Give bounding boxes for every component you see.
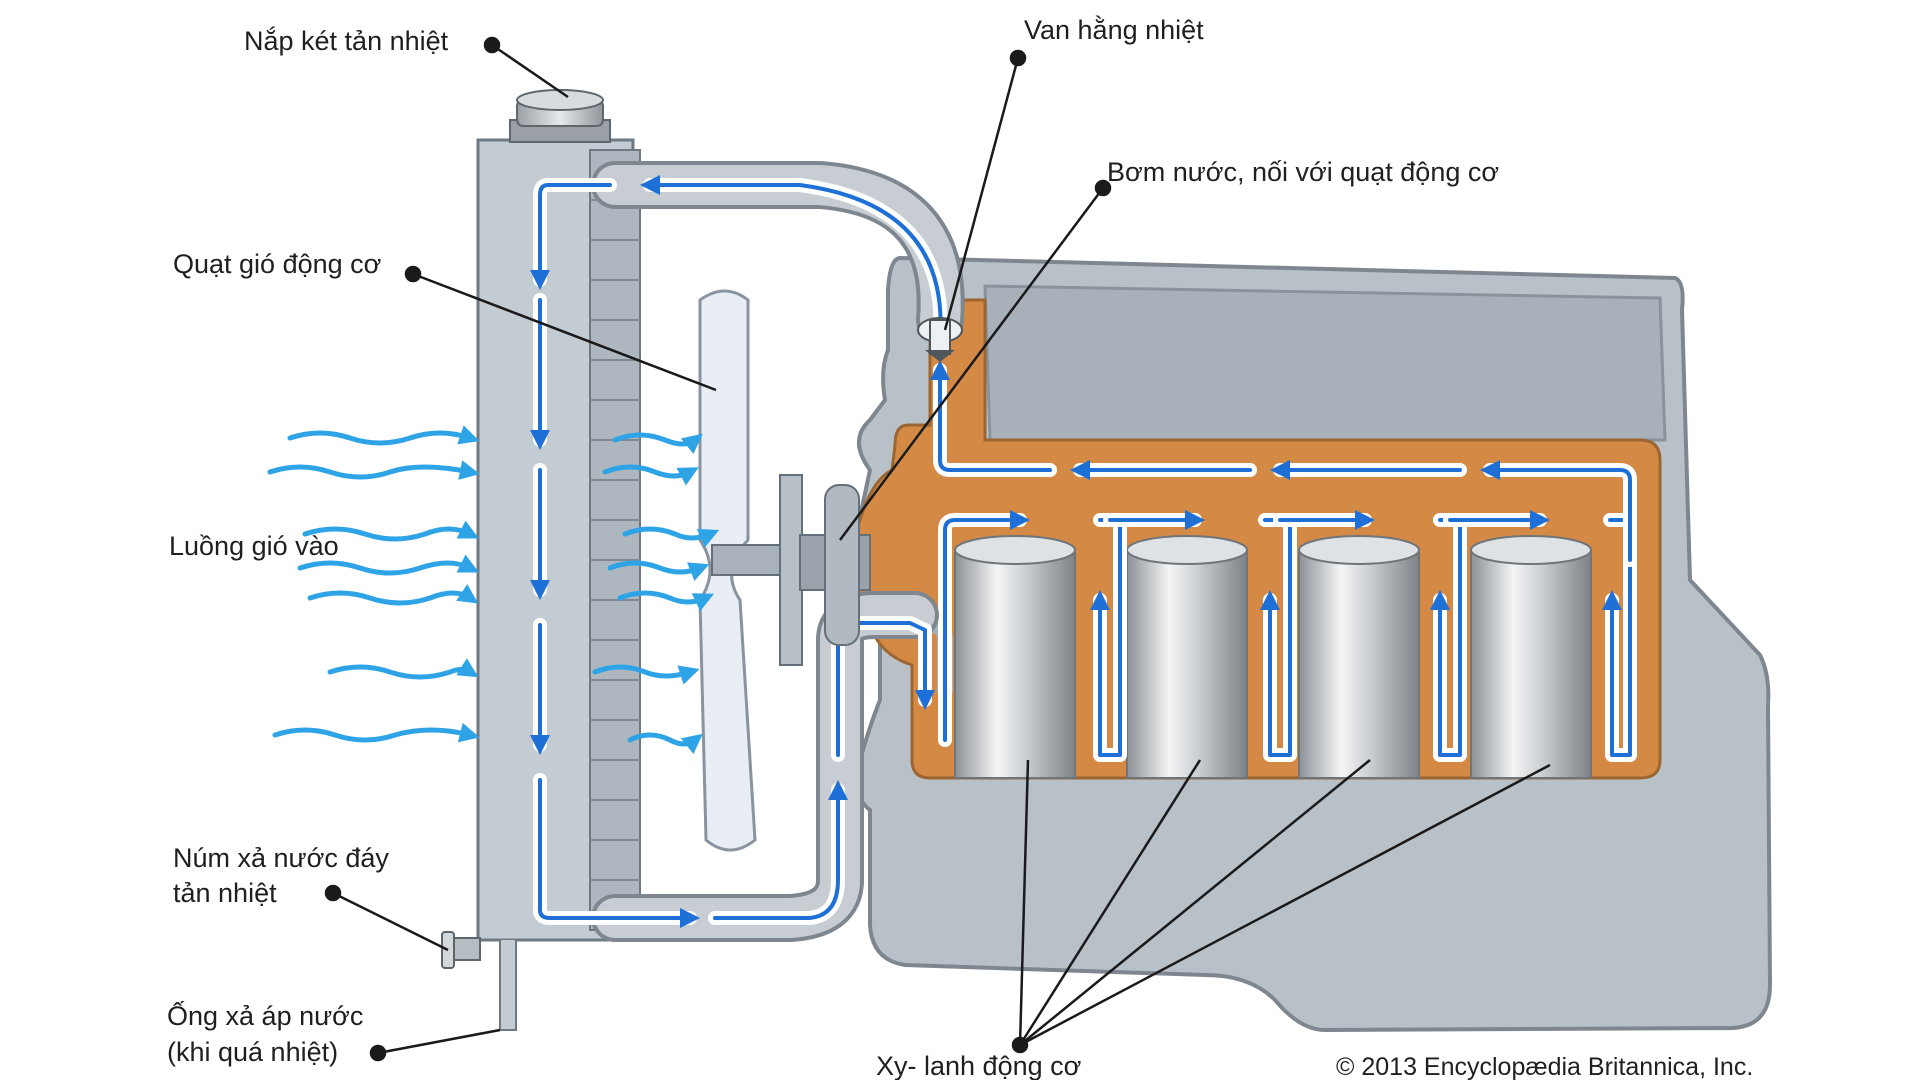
cylinder-4 <box>1470 535 1592 779</box>
air-inflow-arrows <box>267 425 720 755</box>
label-drain-plug-line2: tản nhiệt <box>173 878 277 908</box>
label-cylinders: Xy- lanh động cơ <box>876 1051 1081 1080</box>
copyright-notice: © 2013 Encyclopædia Britannica, Inc. <box>1336 1053 1753 1080</box>
label-overflow-line2: (khi quá nhiệt) <box>167 1037 338 1067</box>
label-air-inflow: Luồng gió vào <box>169 531 339 561</box>
leader-lines <box>324 36 1551 1062</box>
labels: Nắp két tản nhiệt Van hằng nhiệt Bơm nướ… <box>167 14 1753 1080</box>
label-thermostat: Van hằng nhiệt <box>1024 14 1204 45</box>
cylinder-1 <box>954 535 1076 779</box>
label-drain-plug-line1: Núm xả nước đáy <box>173 843 389 873</box>
label-overflow-line1: Ống xả áp nước <box>167 999 363 1031</box>
engine-flow-arrows <box>847 360 1637 762</box>
label-radiator-cap: Nắp két tản nhiệt <box>244 25 449 56</box>
label-engine-fan: Quạt gió động cơ <box>173 249 381 279</box>
cylinder-3 <box>1298 535 1420 779</box>
cylinder-2 <box>1126 535 1248 779</box>
radiator <box>476 138 641 1031</box>
water-pump <box>711 474 871 666</box>
radiator-cap <box>509 89 611 143</box>
label-water-pump: Bơm nước, nối với quạt động cơ <box>1107 157 1499 187</box>
